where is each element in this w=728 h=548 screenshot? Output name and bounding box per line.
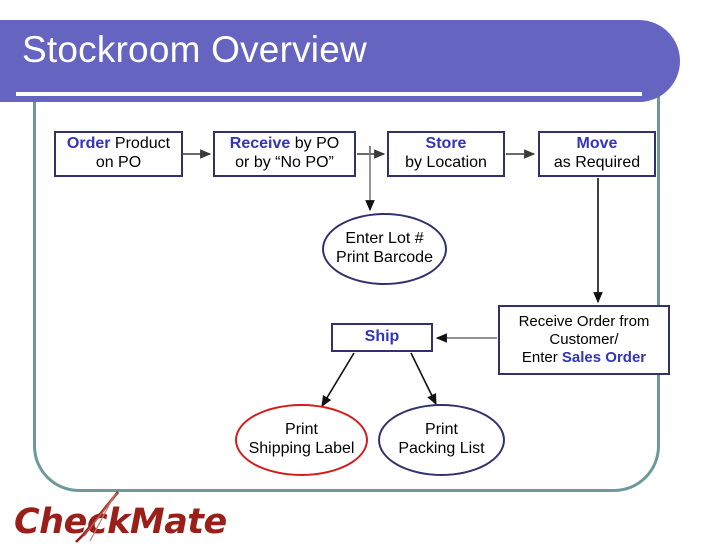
node-rcvorder-line-1: Customer/ — [549, 331, 619, 349]
node-order-line-0: Order Product — [66, 135, 171, 153]
node-move-line-0: Move — [576, 135, 618, 153]
node-packlist-line-1: Packing List — [398, 440, 485, 457]
node-shiplbl-line-1: Shipping Label — [248, 440, 355, 457]
title-bar — [0, 20, 680, 102]
node-receive[interactable]: Receive by PO or by “No PO” — [213, 131, 356, 177]
node-lot-line-0: Enter Lot # — [345, 230, 424, 248]
node-receive-order-from-customer[interactable]: Receive Order from Customer/ Enter Sales… — [498, 305, 670, 375]
node-rcvorder-line-0: Receive Order from — [518, 313, 650, 331]
content-frame — [33, 60, 660, 492]
node-ship-line-0: Ship — [364, 328, 400, 346]
node-order-line-1: on PO — [95, 154, 142, 171]
node-store-line-0: Store — [425, 135, 467, 153]
node-lot-line-1: Print Barcode — [336, 249, 433, 266]
node-move-line-1: as Required — [553, 154, 641, 171]
logo-wordmark: CheckMate — [14, 502, 227, 542]
check-swoosh-icon — [75, 491, 120, 543]
node-shiplbl-line-0: Print — [285, 421, 318, 439]
node-order[interactable]: Order Product on PO — [54, 131, 183, 177]
node-receive-line-0: Receive by PO — [229, 135, 340, 153]
edge-ship-to-shipping-label — [321, 352, 355, 408]
node-print-shipping-label[interactable]: Print Shipping Label — [235, 404, 368, 476]
node-store[interactable]: Store by Location — [387, 131, 505, 177]
node-store-line-1: by Location — [405, 154, 487, 171]
node-ship[interactable]: Ship — [331, 323, 433, 352]
node-print-packing-list[interactable]: Print Packing List — [378, 404, 505, 476]
title-underline-rule — [16, 92, 642, 96]
node-packlist-line-0: Print — [425, 421, 458, 439]
page-title: Stockroom Overview — [22, 29, 367, 70]
checkmate-logo: CheckMate — [14, 491, 227, 546]
node-rcvorder-line-2: Enter Sales Order — [521, 348, 647, 366]
node-move[interactable]: Move as Required — [538, 131, 656, 177]
edge-ship-to-packing-list — [410, 352, 437, 406]
node-enter-lot-print-barcode[interactable]: Enter Lot # Print Barcode — [322, 213, 447, 285]
node-receive-line-1: or by “No PO” — [235, 154, 334, 171]
